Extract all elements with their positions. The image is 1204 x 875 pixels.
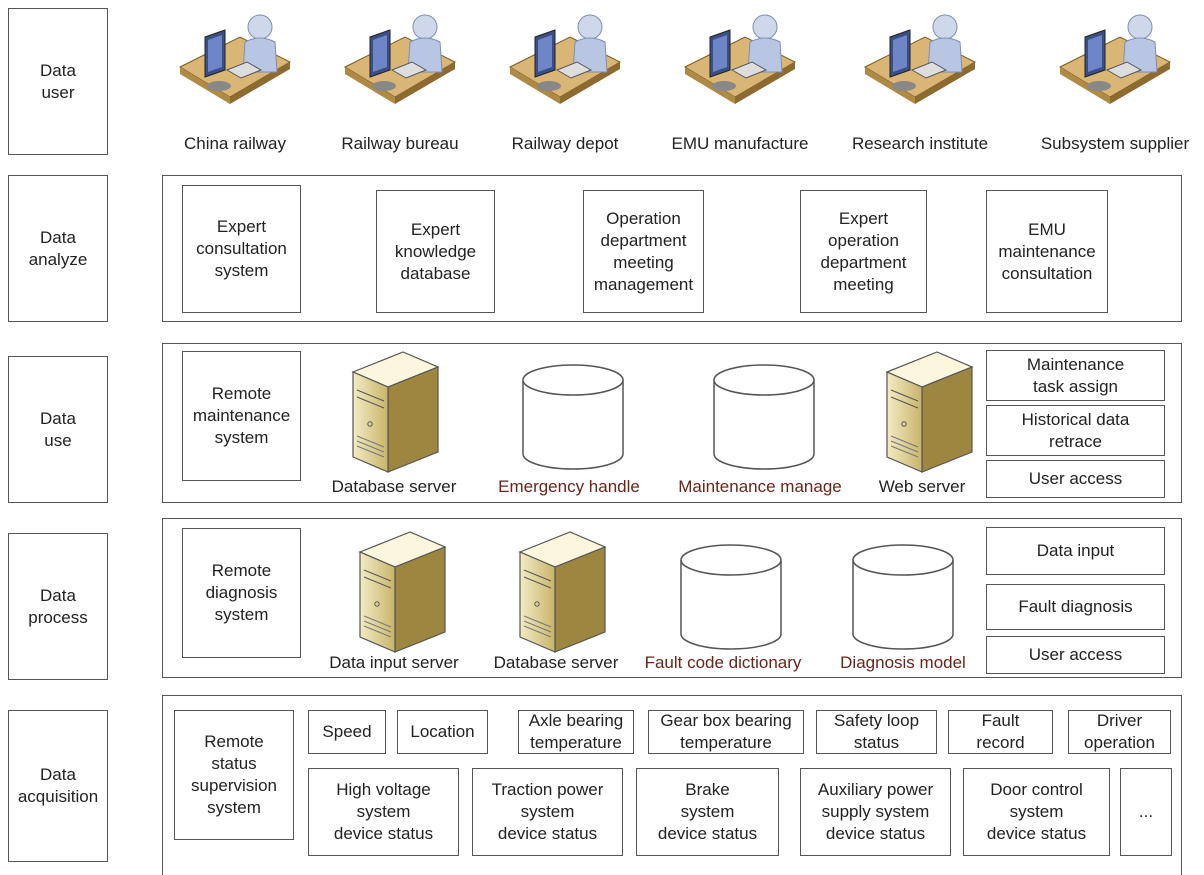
fault-code-dictionary-icon xyxy=(678,542,784,657)
emergency-handle-icon xyxy=(520,362,626,477)
web-server-icon xyxy=(877,342,977,477)
gear-box-bearing-temperature-box: Gear box bearing temperature xyxy=(648,710,804,754)
auxiliary-power-device-status-box: Auxiliary power supply system device sta… xyxy=(800,768,951,856)
diagnosis-model-icon xyxy=(850,542,956,657)
user-1 xyxy=(175,12,295,122)
person-at-computer-icon xyxy=(178,14,292,104)
emergency-handle-label: Emergency handle xyxy=(498,477,640,496)
fault-record-box: Fault record xyxy=(948,710,1053,754)
user-label-4: EMU manufacture xyxy=(671,134,809,153)
more-box: ... xyxy=(1120,768,1172,856)
expert-operation-department-meeting: Expert operation department meeting xyxy=(800,190,927,313)
axle-bearing-temperature-box: Axle bearing temperature xyxy=(518,710,634,754)
expert-knowledge-database: Expert knowledge database xyxy=(376,190,495,313)
location-box: Location xyxy=(397,710,488,754)
safety-loop-status-box: Safety loop status xyxy=(816,710,937,754)
operation-department-meeting-management: Operation department meeting management xyxy=(583,190,704,313)
layer-label-use: Data use xyxy=(8,356,108,503)
maintenance-task-assign: Maintenance task assign xyxy=(986,350,1165,401)
person-at-computer-icon xyxy=(863,14,977,104)
driver-operation-box: Driver operation xyxy=(1068,710,1171,754)
user-label-6: Subsystem supplier xyxy=(1040,134,1190,153)
traction-power-device-status-box: Traction power system device status xyxy=(472,768,623,856)
high-voltage-device-status-box: High voltage system device status xyxy=(308,768,459,856)
user-access-use: User access xyxy=(986,460,1165,498)
maintenance-manage-label: Maintenance manage xyxy=(678,477,842,496)
user-2 xyxy=(340,12,460,122)
database-server-icon xyxy=(343,342,443,477)
door-control-device-status-box: Door control system device status xyxy=(963,768,1110,856)
layer-label-process: Data process xyxy=(8,533,108,680)
user-label-2: Railway bureau xyxy=(341,134,459,153)
fault-code-dictionary-label: Fault code dictionary xyxy=(644,653,802,672)
user-label-1: China railway xyxy=(183,134,287,153)
emu-maintenance-consultation: EMU maintenance consultation xyxy=(986,190,1108,313)
fault-diagnosis-box: Fault diagnosis xyxy=(986,584,1165,630)
layer-label-acquisition: Data acquisition xyxy=(8,710,108,862)
brake-device-status-box: Brake system device status xyxy=(636,768,779,856)
person-at-computer-icon xyxy=(343,14,457,104)
remote-diagnosis-system: Remote diagnosis system xyxy=(182,528,301,658)
user-4 xyxy=(680,12,800,122)
user-6 xyxy=(1055,12,1175,122)
remote-status-supervision-system: Remote status supervision system xyxy=(174,710,294,840)
maintenance-manage-icon xyxy=(711,362,817,477)
data-input-box: Data input xyxy=(986,527,1165,575)
user-5 xyxy=(860,12,980,122)
speed-box: Speed xyxy=(308,710,386,754)
process-database-server-icon xyxy=(510,522,610,657)
data-input-server-label: Data input server xyxy=(329,653,459,672)
expert-consultation-system: Expert consultation system xyxy=(182,185,301,313)
remote-maintenance-system: Remote maintenance system xyxy=(182,351,301,481)
web-server-label: Web server xyxy=(878,477,966,496)
user-label-3: Railway depot xyxy=(511,134,619,153)
historical-data-retrace: Historical data retrace xyxy=(986,405,1165,456)
user-label-5: Research institute xyxy=(851,134,989,153)
user-3 xyxy=(505,12,625,122)
person-at-computer-icon xyxy=(508,14,622,104)
process-database-server-label: Database server xyxy=(493,653,619,672)
person-at-computer-icon xyxy=(1058,14,1172,104)
person-at-computer-icon xyxy=(683,14,797,104)
user-access-process: User access xyxy=(986,636,1165,674)
layer-label-analyze: Data analyze xyxy=(8,175,108,322)
database-server-label: Database server xyxy=(331,477,457,496)
data-input-server-icon xyxy=(350,522,450,657)
layer-label-user: Data user xyxy=(8,8,108,155)
diagnosis-model-label: Diagnosis model xyxy=(840,653,966,672)
